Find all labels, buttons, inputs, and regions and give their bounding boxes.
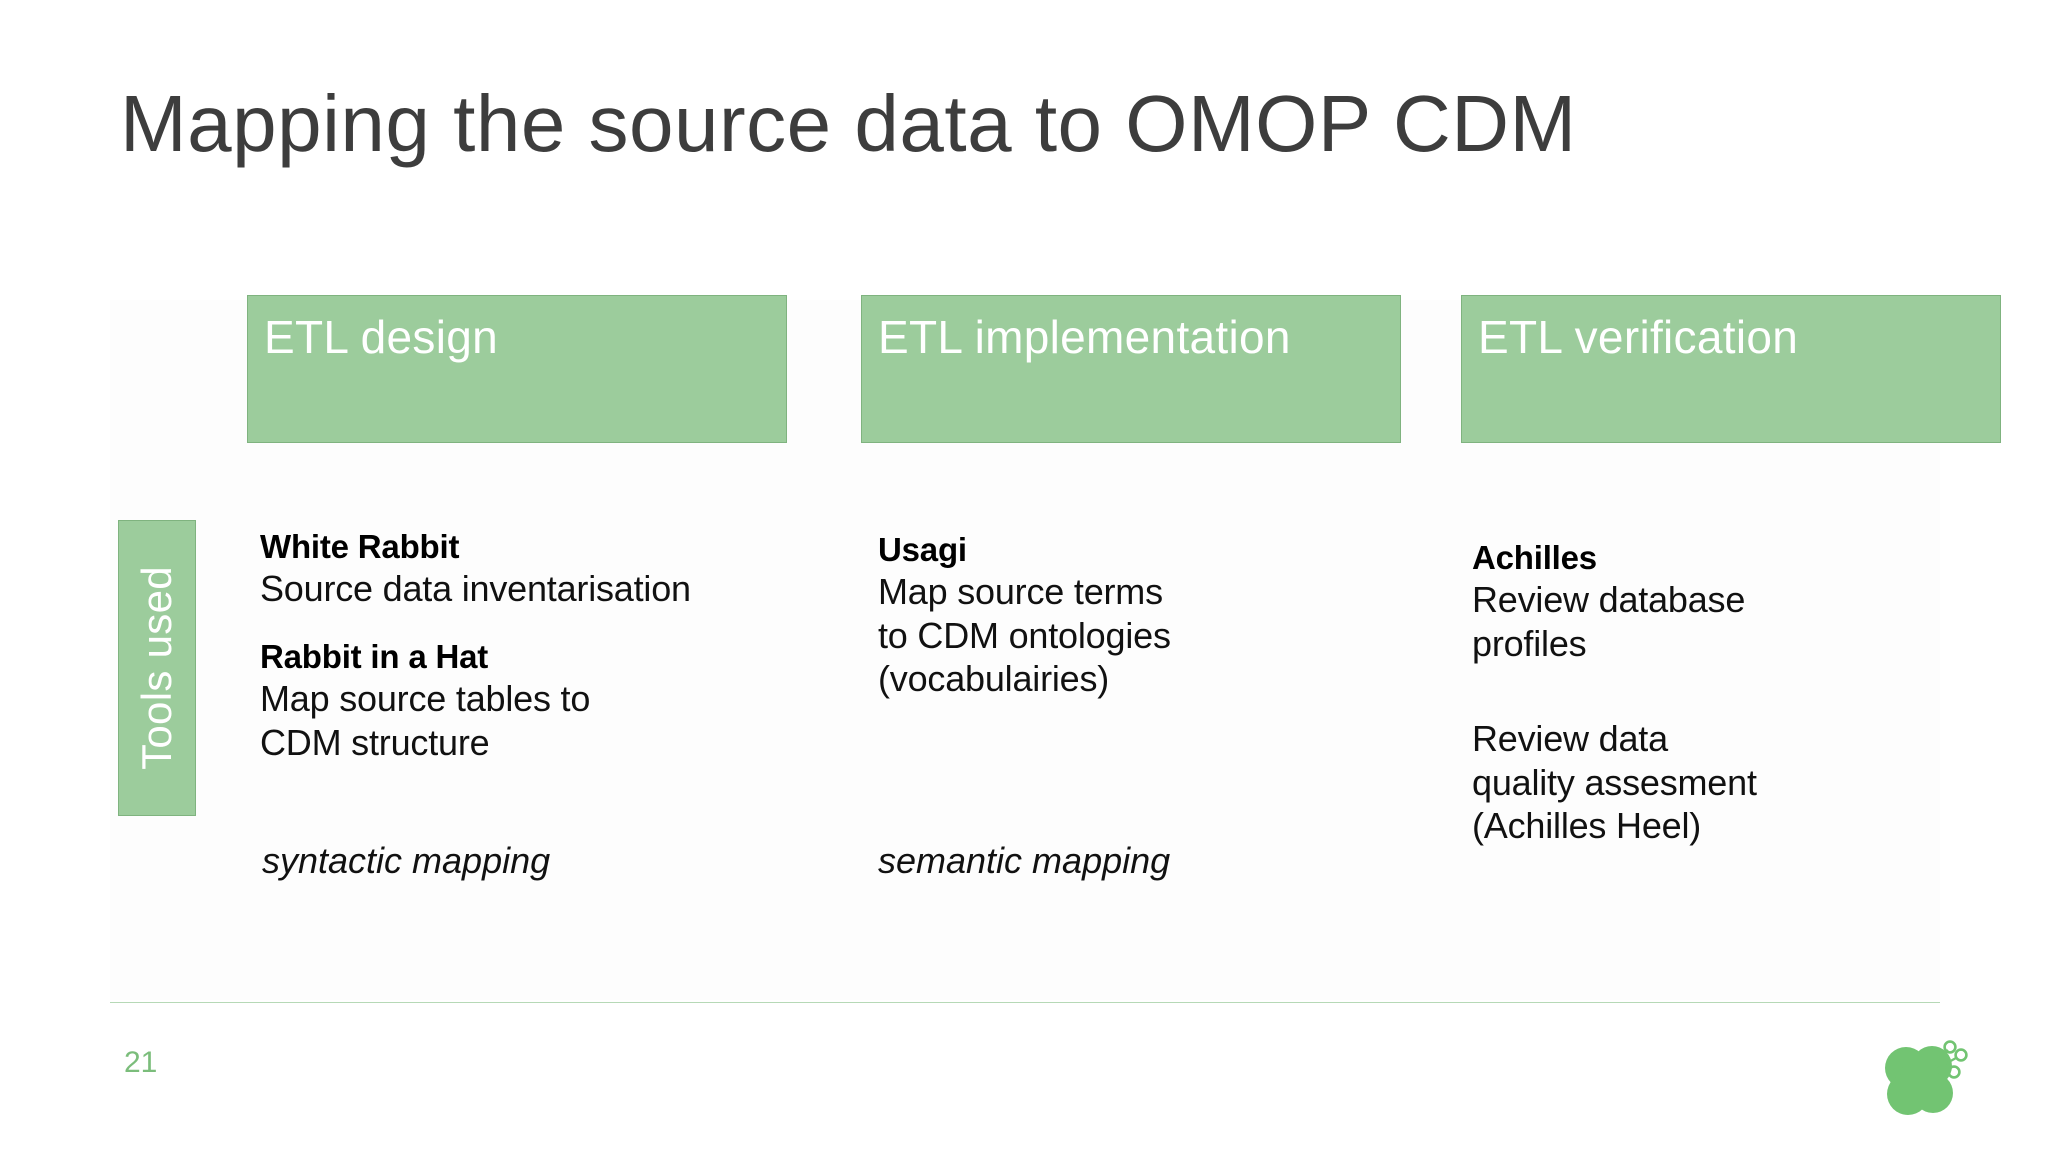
tool-name: Rabbit in a Hat [260, 637, 489, 675]
tool-name: White Rabbit [260, 528, 460, 565]
stage-label: ETL design [264, 311, 498, 363]
stage-box-etl-implementation[interactable]: ETL implementation [861, 295, 1401, 443]
tool-name: Usagi [878, 531, 967, 568]
footer-divider [110, 1002, 1940, 1003]
page-title: Mapping the source data to OMOP CDM [120, 79, 1577, 168]
tools-used-label: Tools used [133, 566, 180, 770]
page-number: 21 [124, 1046, 158, 1079]
clover-logo-icon [1885, 1040, 1968, 1115]
tool-description: Source data inventarisation [260, 568, 691, 610]
stage-box-etl-design[interactable]: ETL design [247, 295, 787, 443]
stage-label: ETL verification [1478, 311, 1799, 363]
stage-label: ETL implementation [878, 311, 1291, 363]
tools-used-tag: Tools used [118, 520, 196, 816]
stage-box-etl-verification[interactable]: ETL verification [1461, 295, 2001, 443]
tool-name: Achilles [1472, 539, 1597, 576]
mapping-caption-semantic: semantic mapping [878, 840, 1171, 881]
tool-entry: White Rabbit Source data inventarisation [260, 527, 820, 611]
mapping-caption-syntactic: syntactic mapping [262, 840, 551, 881]
column-etl-design: White Rabbit Source data inventarisation… [260, 527, 820, 786]
clover-logo [1872, 1028, 1976, 1124]
